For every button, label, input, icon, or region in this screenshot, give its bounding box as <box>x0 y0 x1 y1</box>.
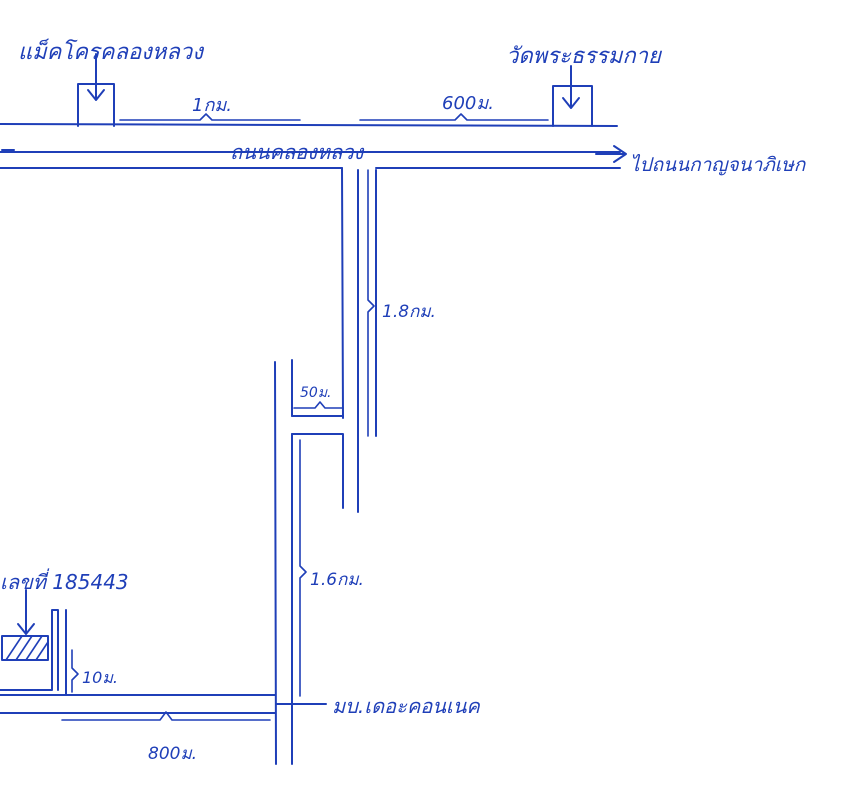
temple-dimension-line <box>359 113 549 121</box>
market-label: แม็คโครคลองหลวง <box>18 40 203 65</box>
market-distance-label: 1กม. <box>192 95 232 116</box>
jog-dimension <box>293 401 344 409</box>
lower-branch-left-edge <box>274 361 277 765</box>
water-tank-label: มบ.เดอะคอนเนค <box>332 694 480 718</box>
house-lot-outline <box>0 609 59 691</box>
temple-label: วัดพระธรรมกาย <box>506 44 661 69</box>
top-frontage-line <box>0 123 618 127</box>
down-arrow-icon <box>562 65 580 109</box>
brace-icon <box>299 439 307 697</box>
house-offset-label: 10ม. <box>82 668 118 687</box>
temple-marker <box>552 85 593 127</box>
upper-branch-left-edge <box>341 167 344 419</box>
temple-distance-label: 600ม. <box>442 93 494 114</box>
hatched-house-icon <box>1 635 49 661</box>
main-road-label: ถนนคลองหลวง <box>230 140 364 164</box>
bottom-dimension-line <box>61 711 271 721</box>
upper-branch-distance-label: 1.8กม. <box>382 302 436 322</box>
jog-distance-label: 50ม. <box>300 385 332 401</box>
down-arrow-icon <box>87 53 105 101</box>
direction-label: ไปถนนกาญจนาภิเษก <box>630 154 806 176</box>
jog-lower-edge <box>291 433 344 509</box>
lower-branch-distance-label: 1.6กม. <box>310 570 364 590</box>
brace-icon <box>71 649 79 693</box>
right-arrow-icon <box>595 145 627 163</box>
down-arrow-icon <box>17 589 35 635</box>
market-dimension-line <box>119 113 301 121</box>
bottom-distance-label: 800ม. <box>148 744 198 764</box>
brace-icon <box>367 169 375 437</box>
house-number-label: เลขที่ 185443 <box>0 570 129 594</box>
